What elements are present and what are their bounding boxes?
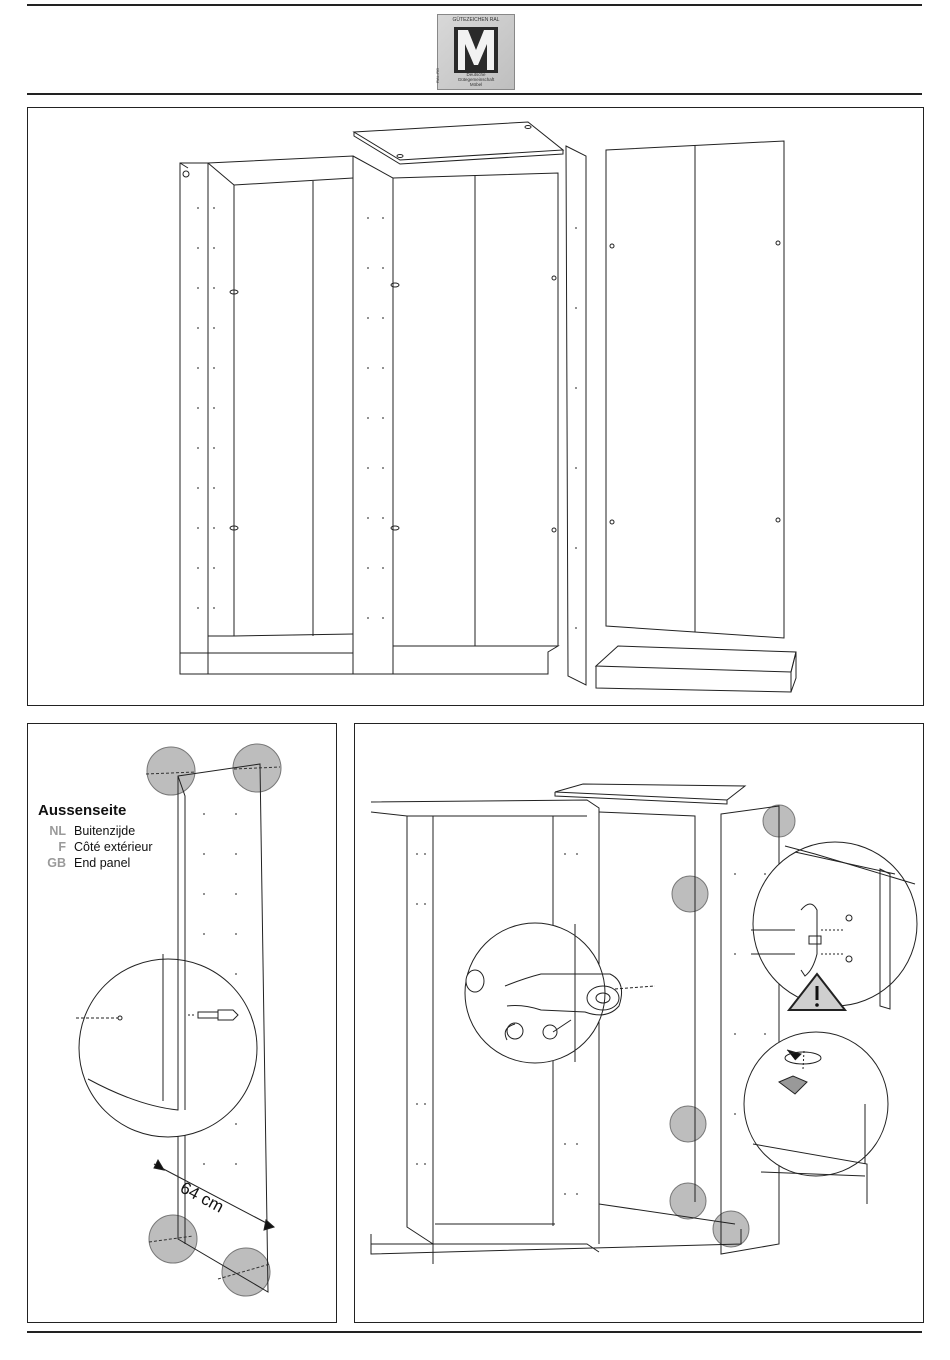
panel-overview — [27, 107, 924, 706]
header-rule-top — [27, 4, 922, 6]
connector-assembly-drawing — [355, 724, 923, 1322]
logo-bottom-text: Deutsche Gütegemeinschaft Möbel — [438, 72, 514, 87]
footer-rule — [27, 1331, 922, 1333]
header-rule-bottom — [27, 93, 922, 95]
exploded-wardrobe-drawing — [28, 108, 923, 705]
logo-side-text: RAL-RG — [435, 68, 440, 83]
caption-main-label: Aussenseite — [38, 802, 153, 819]
ral-quality-logo: GÜTEZEICHEN RAL Deutsche Gütegemeinschaf… — [437, 14, 515, 90]
panel-connector-detail — [354, 723, 924, 1323]
logo-top-text: GÜTEZEICHEN RAL — [438, 17, 514, 23]
